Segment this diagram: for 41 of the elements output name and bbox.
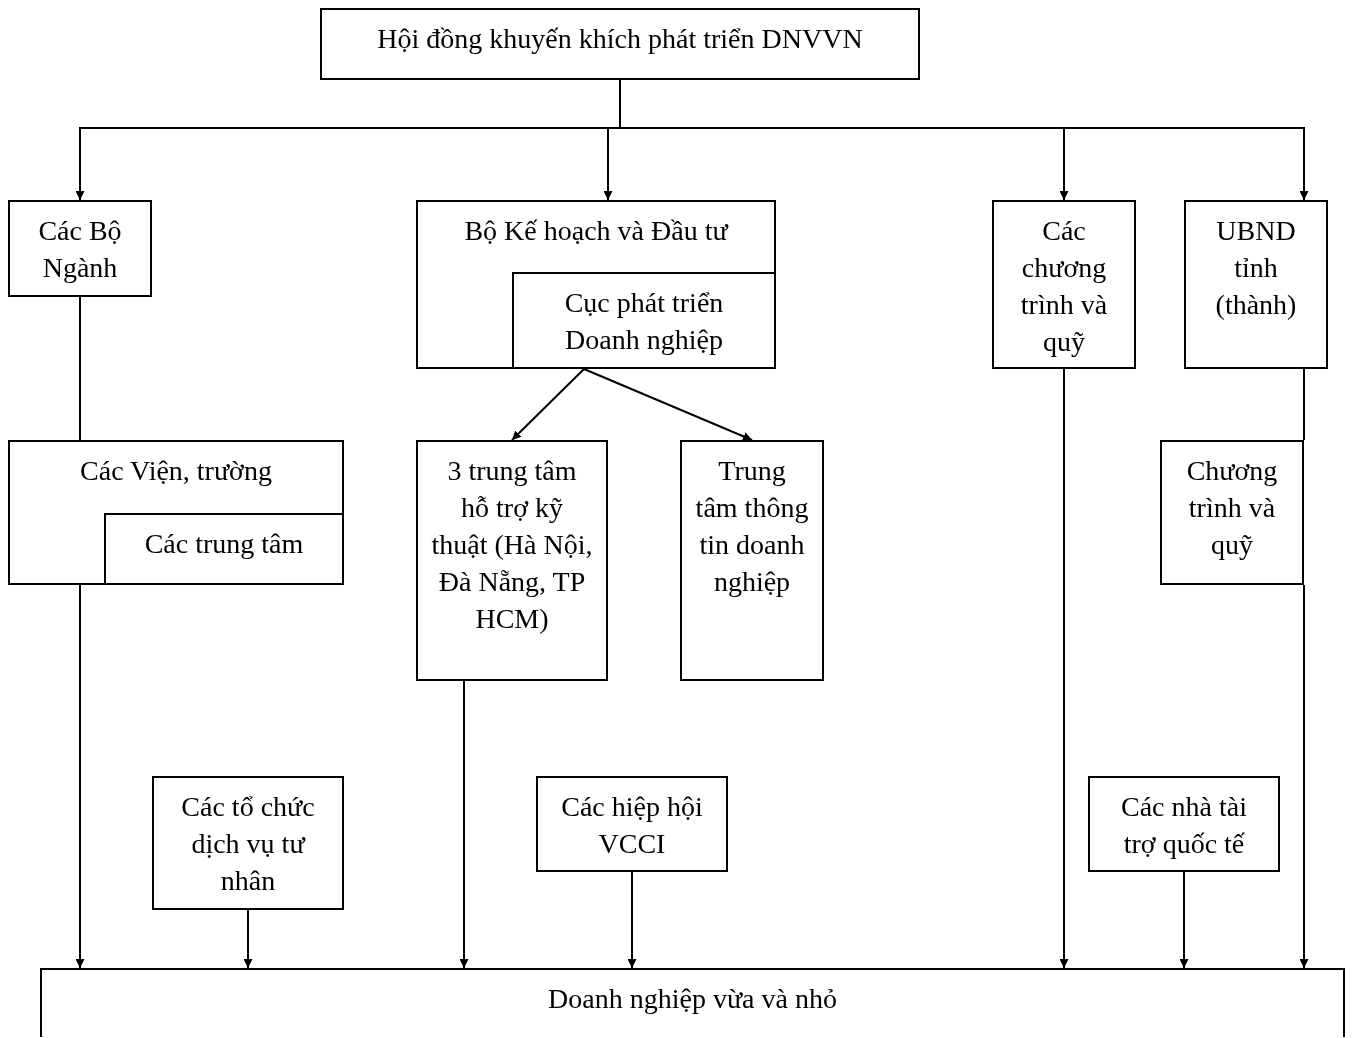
box-label: Các Bộ Ngành [37, 214, 123, 285]
process-box [320, 8, 920, 80]
process-box [1184, 200, 1328, 369]
box-label: Các tổ chức dịch vụ tư nhân [180, 790, 316, 898]
box-label: Chương trình và quỹ [1185, 454, 1279, 562]
box-label: Các chương trình và quỹ [1019, 214, 1109, 359]
box-label: 3 trung tâm hỗ trợ kỹ thuật (Hà Nội, Đà Nẵng, TP HCM) [430, 454, 594, 636]
arrow [511, 368, 585, 441]
box-label: Doanh nghiệp vừa và nhỏ [548, 982, 837, 1016]
arrow [459, 680, 469, 969]
arrow [243, 909, 253, 969]
arrow [583, 368, 753, 441]
box-label: UBND tỉnh (thành) [1214, 214, 1298, 322]
container-box [416, 200, 776, 369]
box-label: Các nhà tài trợ quốc tế [1120, 790, 1248, 861]
process-box [152, 776, 344, 910]
process-box [992, 200, 1136, 369]
process-box [104, 513, 344, 585]
arrow [627, 871, 637, 969]
connector-line [79, 296, 81, 441]
box-label: Trung tâm thông tin doanh nghiệp [694, 454, 810, 599]
process-box [512, 272, 776, 369]
box-label: Các trung tâm [144, 527, 304, 561]
box-label: Các Viện, trường [80, 454, 272, 488]
process-box [536, 776, 728, 872]
process-box [1160, 440, 1304, 585]
process-box [40, 968, 1345, 1037]
box-label: Cục phát triển Doanh nghiệp [563, 286, 725, 357]
process-box [416, 440, 608, 681]
arrow [1299, 584, 1309, 969]
process-box [1088, 776, 1280, 872]
container-box [8, 440, 344, 585]
arrow [75, 584, 85, 969]
connector-line [1303, 368, 1305, 441]
box-label: Bộ Kế hoạch và Đầu tư [464, 214, 728, 248]
box-label: Hội đồng khuyến khích phát triển DNVVN [377, 22, 863, 56]
box-label: Các hiệp hội VCCI [560, 790, 704, 861]
arrow [1059, 368, 1069, 969]
process-box [680, 440, 824, 681]
process-box [8, 200, 152, 297]
arrow [1179, 871, 1189, 969]
